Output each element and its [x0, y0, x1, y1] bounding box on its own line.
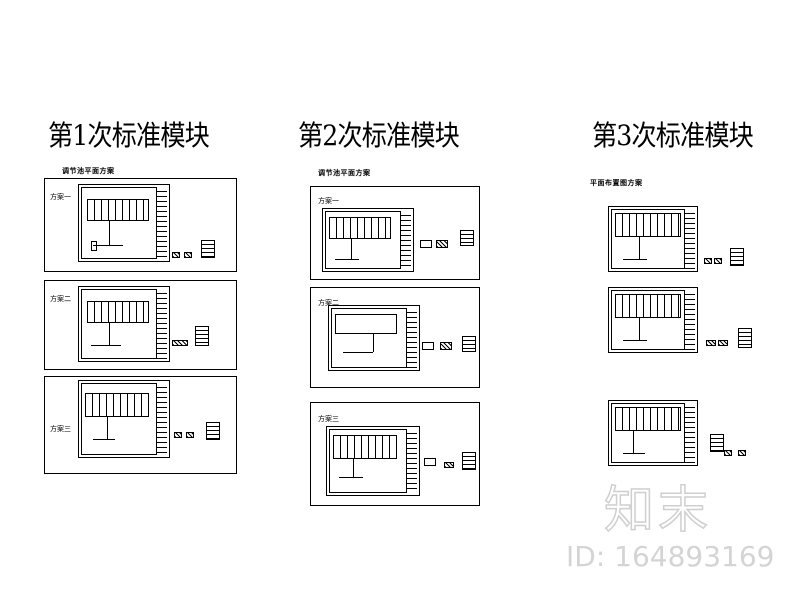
- legend-box: [738, 328, 752, 348]
- variant-frame: [44, 178, 237, 272]
- watermark-id: ID: 164893169: [566, 540, 775, 573]
- drawing-sheet: [328, 305, 420, 371]
- variant-frame: [310, 186, 480, 280]
- legend-box: [460, 230, 474, 246]
- legend-box: [710, 434, 724, 452]
- legend-box: [206, 422, 220, 440]
- drawing-sheet: [78, 380, 170, 458]
- drawing-sheet: [608, 400, 698, 466]
- detail-box: [436, 240, 448, 248]
- detail-box: [718, 340, 728, 346]
- column-1-title: 第1次标准模块: [48, 119, 210, 152]
- detail-box: [186, 432, 194, 438]
- column-3-title: 第3次标准模块: [592, 119, 754, 152]
- variant-frame: [44, 376, 237, 474]
- detail-box: [738, 450, 746, 456]
- variant-label: 方案一: [318, 197, 339, 205]
- legend-box: [730, 248, 744, 266]
- column-2-subtitle: 调节池平面方案: [318, 169, 371, 177]
- variant-label: 方案二: [318, 299, 339, 307]
- detail-box: [704, 258, 712, 264]
- detail-box: [724, 450, 732, 456]
- legend-box: [195, 326, 209, 346]
- detail-box: [706, 340, 716, 346]
- drawing-sheet: [608, 287, 698, 353]
- variant-frame: [310, 287, 480, 388]
- column-3-subtitle: 平面布置图方案: [590, 179, 643, 187]
- variant-label: 方案三: [50, 425, 71, 433]
- detail-box: [444, 462, 454, 468]
- legend-box: [462, 336, 476, 352]
- detail-box: [172, 340, 188, 346]
- legend-box: [462, 452, 476, 470]
- variant-label: 方案二: [50, 295, 71, 303]
- variant-label: 方案三: [318, 415, 339, 423]
- variant-frame: [44, 280, 237, 370]
- column-2-title: 第2次标准模块: [298, 119, 460, 152]
- detail-box: [440, 342, 452, 350]
- drawing-sheet: [608, 206, 698, 272]
- detail-box: [172, 252, 180, 258]
- column-1-subtitle: 调节池平面方案: [62, 167, 115, 175]
- detail-box: [174, 432, 182, 438]
- drawing-sheet: [326, 426, 420, 496]
- watermark-logo: 知末: [603, 480, 712, 540]
- detail-box: [714, 258, 722, 264]
- detail-box: [424, 458, 436, 466]
- variant-label: 方案一: [50, 193, 71, 201]
- drawing-sheet: [78, 184, 170, 262]
- drawing-sheet: [322, 208, 414, 272]
- detail-box: [184, 252, 192, 258]
- legend-box: [201, 240, 215, 258]
- drawing-sheet: [78, 286, 170, 362]
- variant-frame: [310, 402, 480, 506]
- detail-box: [422, 342, 434, 350]
- detail-box: [420, 240, 432, 248]
